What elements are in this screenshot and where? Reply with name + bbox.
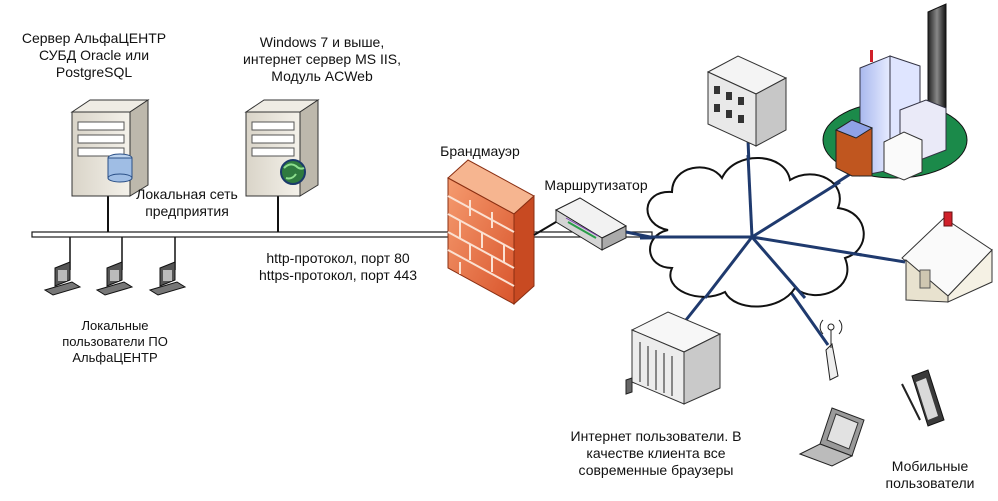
office-building-icon <box>706 55 788 147</box>
mobile-users-label-line2: пользователи <box>885 475 975 491</box>
internet-cloud-icon <box>646 157 865 308</box>
db-server-label-line2: СУБД Oracle или <box>38 47 150 63</box>
router-icon <box>554 197 628 251</box>
server-database-icon <box>70 99 150 197</box>
db-server-label-line1: Сервер АльфаЦЕНТР <box>21 30 167 46</box>
internet-users-label: Интернет пользователи. В качестве клиент… <box>556 428 756 479</box>
cloud-hub-links <box>650 154 863 299</box>
protocols-label: http-протокол, порт 80 https-протокол, п… <box>238 250 438 284</box>
wireless-antenna-icon <box>819 319 843 381</box>
local-users-label-line1: Локальные <box>81 318 149 333</box>
db-server-label: Сервер АльфаЦЕНТР СУБД Oracle или Postgr… <box>4 30 184 81</box>
local-users-label-line3: АльфаЦЕНТР <box>72 350 158 365</box>
workstation-icon <box>148 261 187 296</box>
local-users-label: Локальные пользователи ПО АльфаЦЕНТР <box>50 318 180 366</box>
local-users-label-line2: пользователи ПО <box>62 334 168 349</box>
internet-users-label-line2: качестве клиента все <box>586 445 726 461</box>
firewall-icon <box>447 159 535 306</box>
protocol-http-label: http-протокол, порт 80 <box>266 250 410 266</box>
web-server-label-line2: интернет сервер MS IIS, <box>243 51 401 67</box>
house-icon <box>901 211 993 303</box>
protocol-https-label: https-протокол, порт 443 <box>258 267 418 283</box>
web-server-label-line1: Windows 7 и выше, <box>259 34 385 50</box>
router-link <box>533 221 557 236</box>
lan-label-line1: Локальная сеть <box>136 186 238 202</box>
mobile-users-label: Мобильные пользователи <box>872 458 988 492</box>
mainframe-icon <box>625 311 722 405</box>
internet-users-label-line3: современные браузеры <box>578 462 734 478</box>
lan-label: Локальная сеть предприятия <box>132 186 242 220</box>
internet-users-label-line1: Интернет пользователи. В <box>570 428 742 444</box>
mobile-device-icon <box>901 369 945 427</box>
db-server-label-line3: PostgreSQL <box>55 64 133 80</box>
router-cloud-link <box>625 230 651 239</box>
router-label: Маршрутизатор <box>544 177 648 193</box>
web-server-label-line3: Модуль ACWeb <box>271 68 373 84</box>
city-skyscrapers-icon <box>822 3 968 181</box>
laptop-icon <box>798 407 865 467</box>
workstation-icon <box>43 261 82 296</box>
firewall-label: Брандмауэр <box>440 143 520 159</box>
server-globe-icon <box>244 99 320 197</box>
workstation-icon <box>95 261 134 296</box>
web-server-label: Windows 7 и выше, интернет сервер MS IIS… <box>222 34 422 85</box>
mobile-users-label-line1: Мобильные <box>891 458 969 474</box>
lan-label-line2: предприятия <box>145 203 229 219</box>
